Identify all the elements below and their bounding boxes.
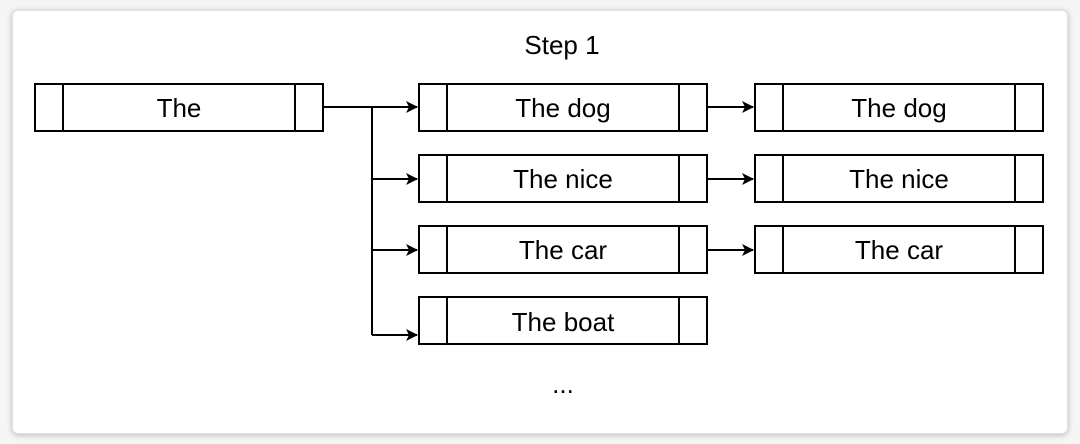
selected-node-frame bbox=[754, 83, 1044, 132]
candidate-node-frame bbox=[418, 225, 708, 274]
candidate-node-label: The nice bbox=[513, 164, 613, 194]
candidate-node-boat: The boat bbox=[418, 296, 708, 345]
selected-node-car: The car bbox=[754, 225, 1044, 274]
root-node-frame bbox=[34, 83, 324, 132]
more-candidates-ellipsis: ... bbox=[552, 369, 574, 399]
selected-node-nice: The nice bbox=[754, 154, 1044, 203]
candidate-node-label: The car bbox=[519, 235, 607, 265]
step-title: Step 1 bbox=[524, 30, 599, 60]
root-node: The bbox=[34, 83, 324, 132]
candidate-node-dog: The dog bbox=[418, 83, 708, 132]
root-node-label: The bbox=[157, 93, 202, 123]
selected-node-label: The dog bbox=[851, 93, 946, 123]
candidate-node-car: The car bbox=[418, 225, 708, 274]
candidate-node-label: The dog bbox=[515, 93, 610, 123]
candidate-node-frame bbox=[418, 296, 708, 345]
diagram-card bbox=[12, 10, 1068, 434]
selected-node-dog: The dog bbox=[754, 83, 1044, 132]
candidate-node-nice: The nice bbox=[418, 154, 708, 203]
candidate-node-frame bbox=[418, 154, 708, 203]
selected-node-label: The car bbox=[855, 235, 943, 265]
selected-node-frame bbox=[754, 154, 1044, 203]
candidate-node-label: The boat bbox=[512, 307, 615, 337]
selected-node-label: The nice bbox=[849, 164, 949, 194]
selected-node-frame bbox=[754, 225, 1044, 274]
